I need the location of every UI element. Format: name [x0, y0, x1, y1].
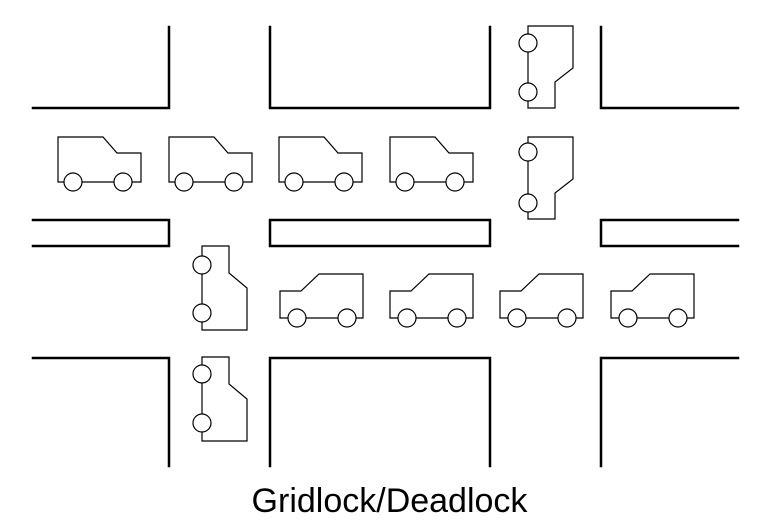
northbound-cars	[518, 25, 574, 220]
street-grid	[31, 25, 740, 468]
car-eastbound-4	[610, 273, 695, 328]
diagram-caption: Gridlock/Deadlock	[251, 482, 528, 520]
car-northbound-2	[518, 136, 574, 220]
block-top-left	[31, 25, 171, 110]
median-middle	[268, 218, 492, 248]
car-eastbound-3	[499, 273, 584, 328]
westbound-cars	[57, 136, 474, 192]
median-left	[31, 218, 171, 248]
car-westbound-3	[278, 136, 363, 192]
car-northbound-1	[518, 25, 574, 109]
car-eastbound-1	[279, 273, 364, 328]
median-right	[599, 218, 740, 248]
block-bottom-left	[31, 356, 171, 468]
car-westbound-4	[389, 136, 474, 192]
eastbound-cars	[279, 273, 695, 328]
car-southbound-2	[192, 356, 248, 442]
block-top-right	[599, 25, 740, 110]
car-southbound-1	[192, 245, 248, 331]
car-westbound-2	[168, 136, 253, 192]
block-bottom-middle	[268, 356, 492, 468]
southbound-cars	[192, 245, 248, 442]
block-bottom-right	[599, 356, 740, 468]
car-eastbound-2	[389, 273, 474, 328]
block-top-middle	[268, 25, 492, 110]
car-westbound-1	[57, 136, 142, 192]
